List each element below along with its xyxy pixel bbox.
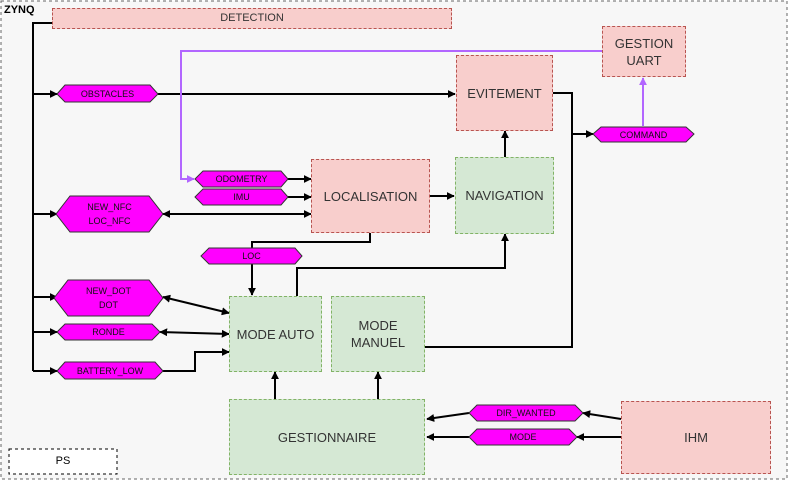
gestion-uart-line1: GESTION [614, 35, 674, 51]
battery-to-mode-auto [163, 348, 230, 372]
mode-manuel-to-command [425, 134, 573, 348]
battery-low-tag-shape [56, 361, 164, 380]
new-dot-label: NEW_DOT [86, 286, 131, 296]
gestion-uart-line2: UART [626, 52, 662, 68]
localisation-block: LOCALISATION [311, 159, 430, 233]
localisation-to-loc [251, 233, 371, 248]
mode-manuel-block: MODE MANUEL [331, 296, 425, 372]
navigation-block: NAVIGATION [455, 157, 554, 234]
ihm-to-dir-wanted [582, 410, 622, 420]
zynq-bus [32, 22, 52, 371]
obstacles-tag-shape [56, 84, 159, 103]
command-tag-shape [592, 126, 695, 143]
mode-signal: MODE [509, 432, 537, 442]
dir-wanted-signal: DIR_WANTED [496, 408, 556, 418]
gestion-uart-block: GESTION UART [602, 26, 686, 77]
mode-auto-block: MODE AUTO [229, 296, 322, 372]
battery-low-signal: BATTERY_LOW [76, 365, 144, 376]
dot-mode-auto-link [162, 294, 230, 316]
zynq-label: ZYNQ [4, 4, 35, 16]
odometry-tag-shape [194, 170, 289, 188]
uart-to-odometry [180, 50, 602, 183]
detection-block: DETECTION [52, 8, 452, 29]
mode-manuel-line1: MODE [358, 318, 398, 333]
ronde-mode-auto-link [159, 328, 230, 338]
mode-manuel-line2: MANUEL [350, 335, 406, 350]
imu-signal: IMU [233, 192, 250, 202]
ps-label: PS [55, 455, 71, 467]
mode-tag-shape [468, 428, 578, 446]
loc-nfc-label: LOC_NFC [88, 216, 131, 226]
obstacles-signal: OBSTACLES [80, 88, 135, 99]
mode-auto-to-navigation [296, 233, 509, 296]
dir-wanted-tag-shape [468, 404, 584, 422]
loc-signal: LOC [242, 251, 261, 261]
ronde-tag-shape [56, 323, 161, 341]
dot-signal: NEW_DOT DOT [54, 280, 163, 316]
dot-tag-shape [53, 279, 164, 317]
dot-label: DOT [99, 300, 118, 310]
command-signal: COMMAND [619, 129, 668, 140]
ps-box [8, 448, 118, 475]
imu-tag-shape [194, 188, 289, 206]
bus-branches [33, 90, 58, 375]
nfc-signal: NEW_NFC LOC_NFC [56, 196, 163, 232]
odometry-signal: ODOMETRY [215, 174, 268, 184]
dir-wanted-to-gestionnaire [426, 412, 470, 422]
ronde-signal: RONDE [92, 327, 125, 337]
new-nfc-label: NEW_NFC [87, 202, 132, 212]
evitement-block: EVITEMENT [456, 55, 553, 131]
nfc-tag-shape [55, 195, 164, 233]
ihm-block: IHM [621, 401, 771, 474]
gestionnaire-block: GESTIONNAIRE [229, 399, 425, 475]
evitement-to-command [553, 92, 594, 138]
loc-tag-shape [200, 247, 303, 265]
